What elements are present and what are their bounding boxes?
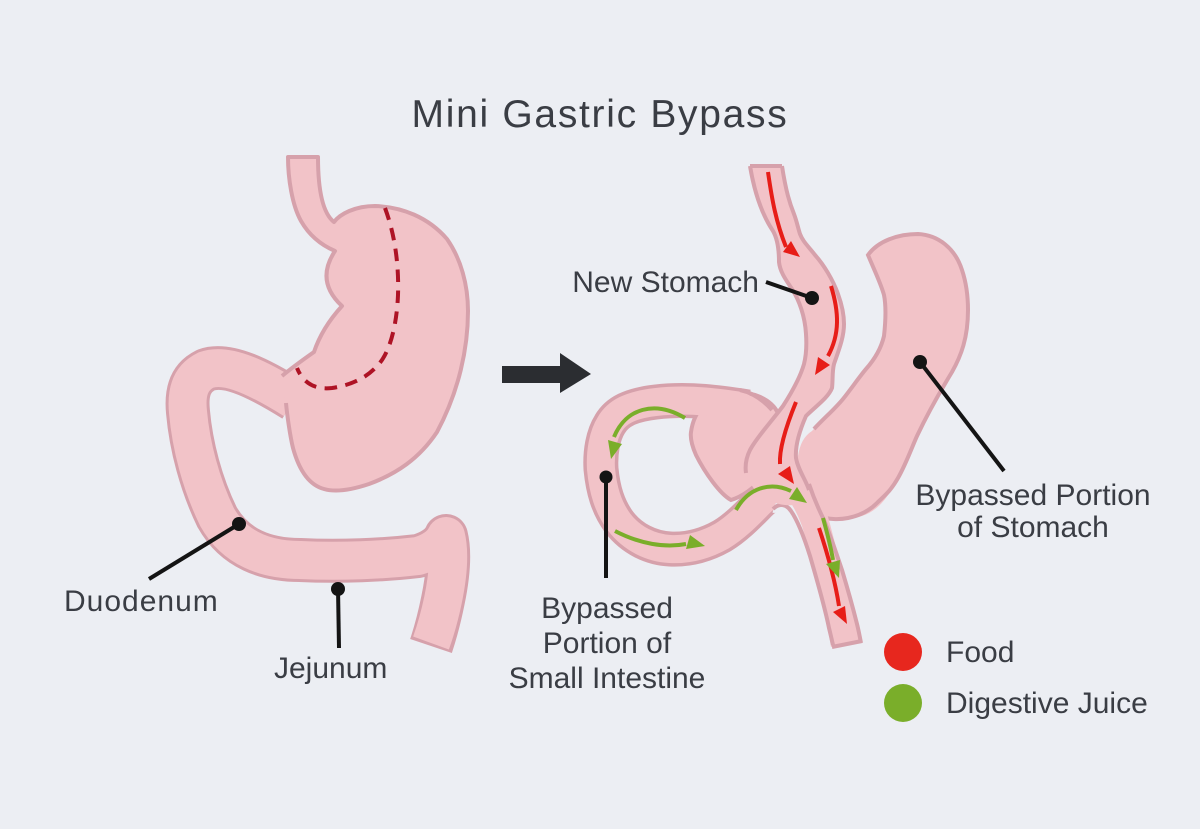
svg-text:Jejunum: Jejunum [274,652,387,685]
svg-text:Small Intestine: Small Intestine [509,662,706,695]
svg-text:Duodenum: Duodenum [64,585,219,618]
svg-text:Portion of: Portion of [543,627,672,660]
svg-text:of Stomach: of Stomach [957,511,1109,544]
svg-text:Food: Food [946,636,1014,669]
svg-text:Digestive Juice: Digestive Juice [946,687,1148,720]
svg-text:New Stomach: New Stomach [572,266,759,299]
svg-text:Bypassed: Bypassed [541,592,673,625]
svg-text:Mini Gastric Bypass: Mini Gastric Bypass [412,93,789,136]
svg-text:Bypassed Portion: Bypassed Portion [915,479,1150,512]
